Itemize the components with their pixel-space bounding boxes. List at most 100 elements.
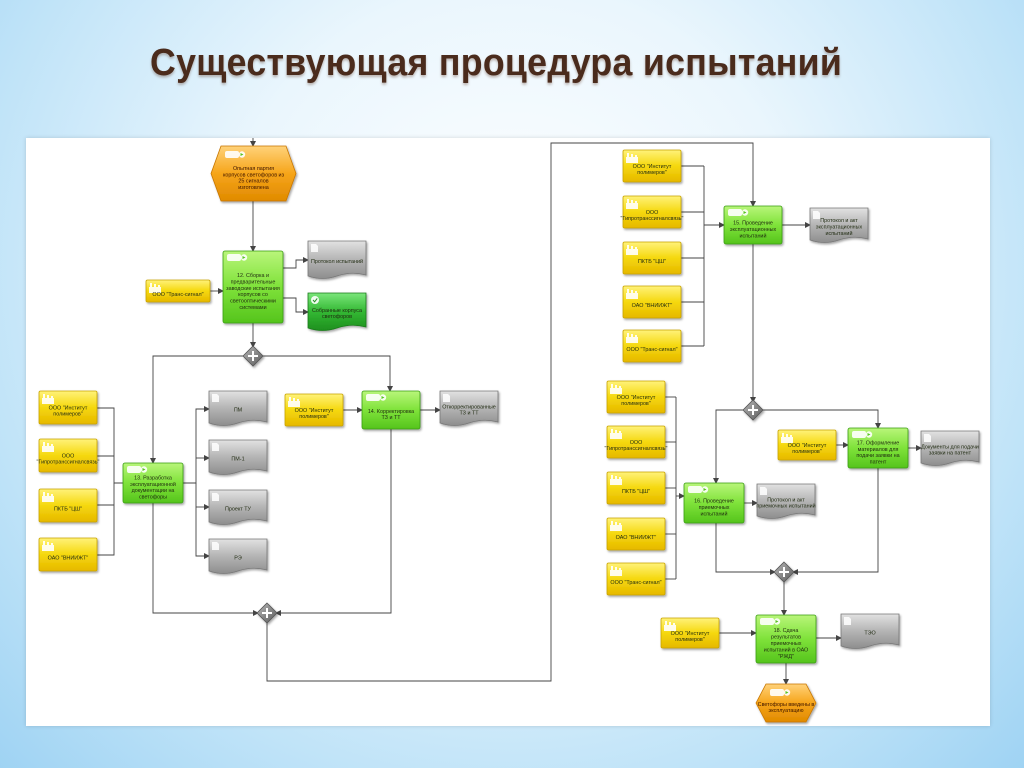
document-node-d-pm[interactable]: ПМ (208, 390, 268, 426)
document-label: Проект ТУ (225, 507, 252, 513)
and-connector-2[interactable] (256, 602, 278, 624)
organization-icon (42, 541, 54, 551)
document-label: ПМ-1 (231, 457, 244, 463)
organization-icon (610, 429, 622, 439)
organization-icon (42, 394, 54, 404)
organization-node-o15-2[interactable]: ООО"Гипротранссигналсвязь" (621, 195, 684, 229)
document-node-d-re[interactable]: РЭ (208, 538, 268, 574)
and-connector-3[interactable] (742, 399, 764, 421)
document-node-d-prot[interactable]: Протокол испытаний (307, 240, 367, 279)
function-arrow-icon (225, 151, 246, 158)
document-node-d-tu[interactable]: Проект ТУ (208, 489, 268, 525)
function-arrow-icon (852, 431, 873, 438)
organization-node-o16-4[interactable]: ОАО "ВНИИЖТ" (606, 517, 666, 551)
document-label: ПМ (234, 408, 243, 414)
organization-icon (664, 621, 676, 631)
document-icon (813, 211, 820, 219)
organization-icon (626, 289, 638, 299)
organization-label: ООО"Гипротранссигналсвязь" (37, 453, 100, 465)
check-icon (311, 296, 319, 304)
plus-icon (748, 405, 758, 415)
organization-node-o15-5[interactable]: ООО "Транс-сигнал" (622, 329, 682, 363)
organization-node-o13-4[interactable]: ОАО "ВНИИЖТ" (38, 537, 98, 572)
organization-node-o15-3[interactable]: ПКТБ "ЦШ" (622, 241, 682, 275)
and-connector-4[interactable] (773, 561, 795, 583)
flow-connector-line (762, 409, 881, 429)
organization-label: ООО "Транс-сигнал" (626, 347, 677, 353)
and-connector-1[interactable] (242, 345, 264, 367)
flow-connector-line (713, 409, 744, 484)
document-label: РЭ (234, 556, 242, 562)
flow-connector-line (97, 483, 115, 556)
organization-icon (610, 521, 622, 531)
flow-connector-line (195, 483, 210, 559)
organization-node-o16-3[interactable]: ПКТБ "ЦШ" (606, 471, 666, 505)
function-arrow-icon (770, 689, 791, 696)
plus-icon (248, 351, 258, 361)
flow-connector-line (97, 407, 123, 484)
organization-label: ОАО "ВНИИЖТ" (616, 535, 657, 541)
organization-label: ООО "Транс-сигнал" (152, 292, 203, 298)
plus-icon (262, 608, 272, 618)
organization-node-o16-5[interactable]: ООО "Транс-сигнал" (606, 562, 666, 596)
flow-connector-line (275, 429, 392, 616)
document-node-d-pm1[interactable]: ПМ-1 (208, 439, 268, 475)
organization-node-o-ts[interactable]: ООО "Транс-сигнал" (145, 279, 211, 303)
organization-icon (42, 492, 54, 502)
organization-icon (610, 384, 622, 394)
document-icon (212, 394, 219, 402)
organization-icon (610, 566, 622, 576)
organization-node-o13-3[interactable]: ПКТБ "ЦШ" (38, 488, 98, 523)
organization-label: ООО "Транс-сигнал" (610, 580, 661, 586)
flow-connector-line (266, 142, 756, 682)
plus-icon (779, 567, 789, 577)
page-title: Существующая процедура испытаний (150, 42, 843, 84)
organization-icon (626, 333, 638, 343)
organization-node-o16-2[interactable]: ООО"Гипротранссигналсвязь" (605, 425, 668, 459)
organization-icon (149, 283, 161, 293)
document-node-d18[interactable]: ТЭО (840, 613, 900, 649)
document-icon (212, 493, 219, 501)
document-icon (760, 487, 767, 495)
function-arrow-icon (688, 486, 709, 493)
organization-node-o13-2[interactable]: ООО"Гипротранссигналсвязь" (37, 438, 100, 473)
flow-connector-line (150, 355, 245, 464)
organization-node-o15-4[interactable]: ОАО "ВНИИЖТ" (622, 285, 682, 319)
document-icon (844, 617, 851, 625)
